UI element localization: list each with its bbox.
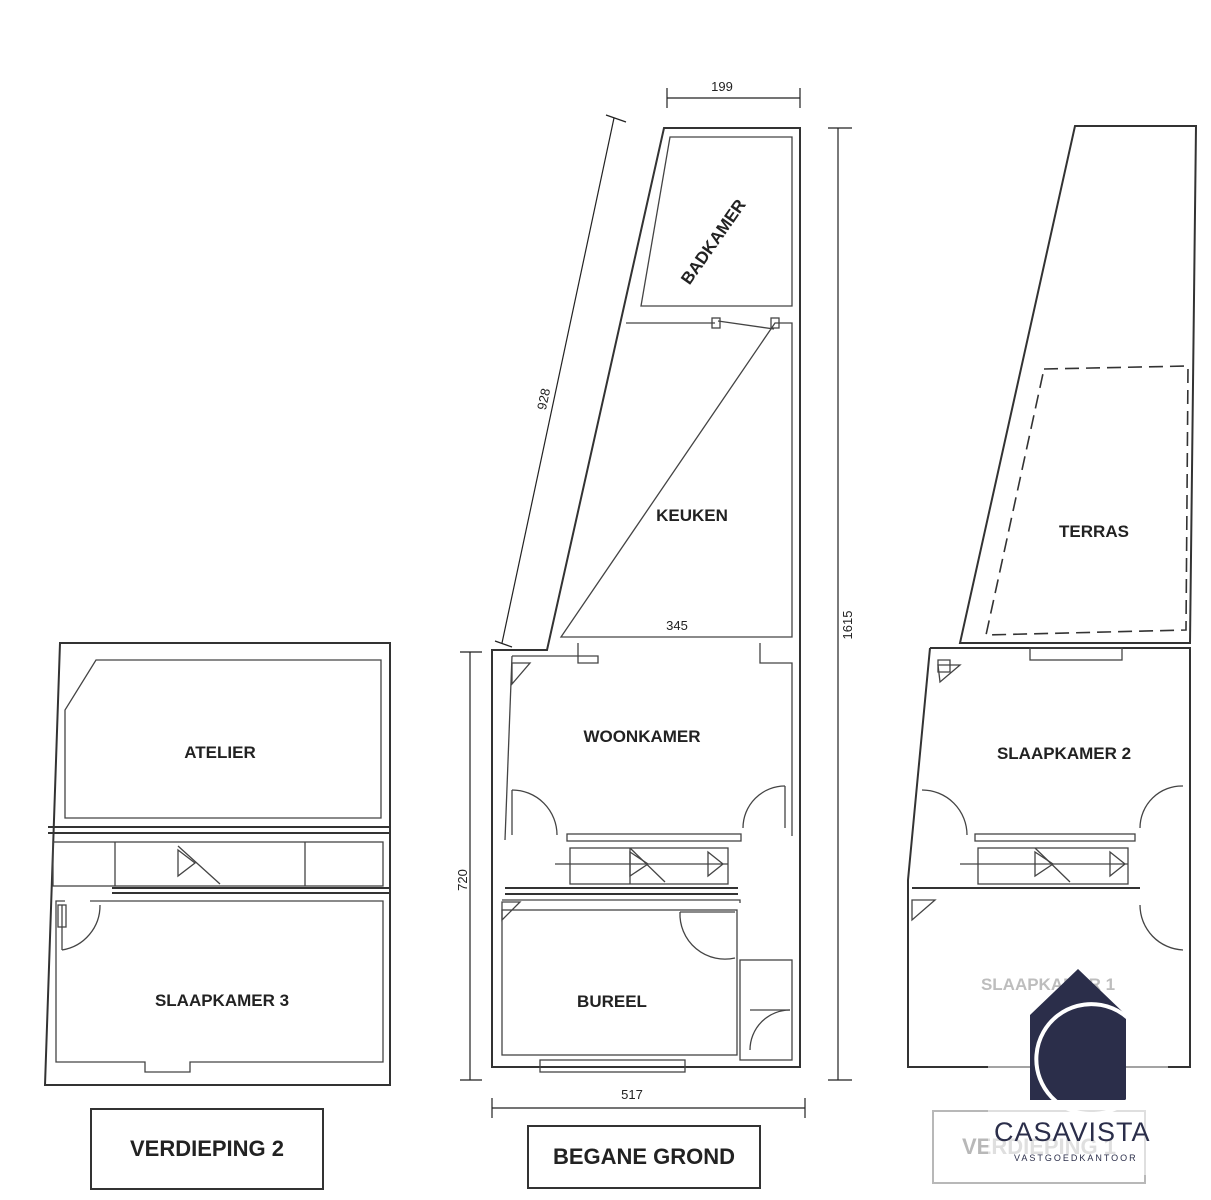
floor-label-text: VERDIEPING 2 [129,1136,285,1161]
room-label-keuken: KEUKEN [656,506,728,525]
floor-plan-verdieping-2: ATELIER SLAAPKAMER 3 [43,642,391,1086]
casavista-logo [988,969,1168,1175]
floor-label-verdieping-2: VERDIEPING 2 [90,1108,324,1190]
room-label-slaapkamer-3: SLAAPKAMER 3 [155,991,289,1010]
floor-label-text: BEGANE GROND [552,1144,736,1169]
room-label-woonkamer: WOONKAMER [583,727,700,746]
logo-tagline: VASTGOEDKANTOOR [1014,1153,1138,1163]
floor-plan-begane-grond: BADKAMER KEUKEN WOONKAMER BUREEL [491,127,801,1073]
dimension-label-bottom: 517 [621,1087,643,1102]
room-label-terras: TERRAS [1059,522,1129,541]
dimension-label-total-length: 1615 [840,611,855,640]
dimension-lines [460,88,852,1118]
dimension-label-front: 720 [455,869,470,891]
floor-label-begane-grond: BEGANE GROND [527,1125,761,1189]
room-label-badkamer: BADKAMER [677,196,749,288]
room-label-slaapkamer-2: SLAAPKAMER 2 [997,744,1131,763]
room-label-atelier: ATELIER [184,743,255,762]
room-label-bureel: BUREEL [577,992,647,1011]
floor-plan-verdieping-1: TERRAS SLAAPKAMER 2 SLAAPKAMER 1 [907,125,1198,1068]
dimension-label-diagonal: 928 [534,387,553,411]
logo-brand: CASAVISTA [994,1117,1151,1147]
dimension-label-kitchen: 345 [666,618,688,633]
dimension-label-top: 199 [711,79,733,94]
